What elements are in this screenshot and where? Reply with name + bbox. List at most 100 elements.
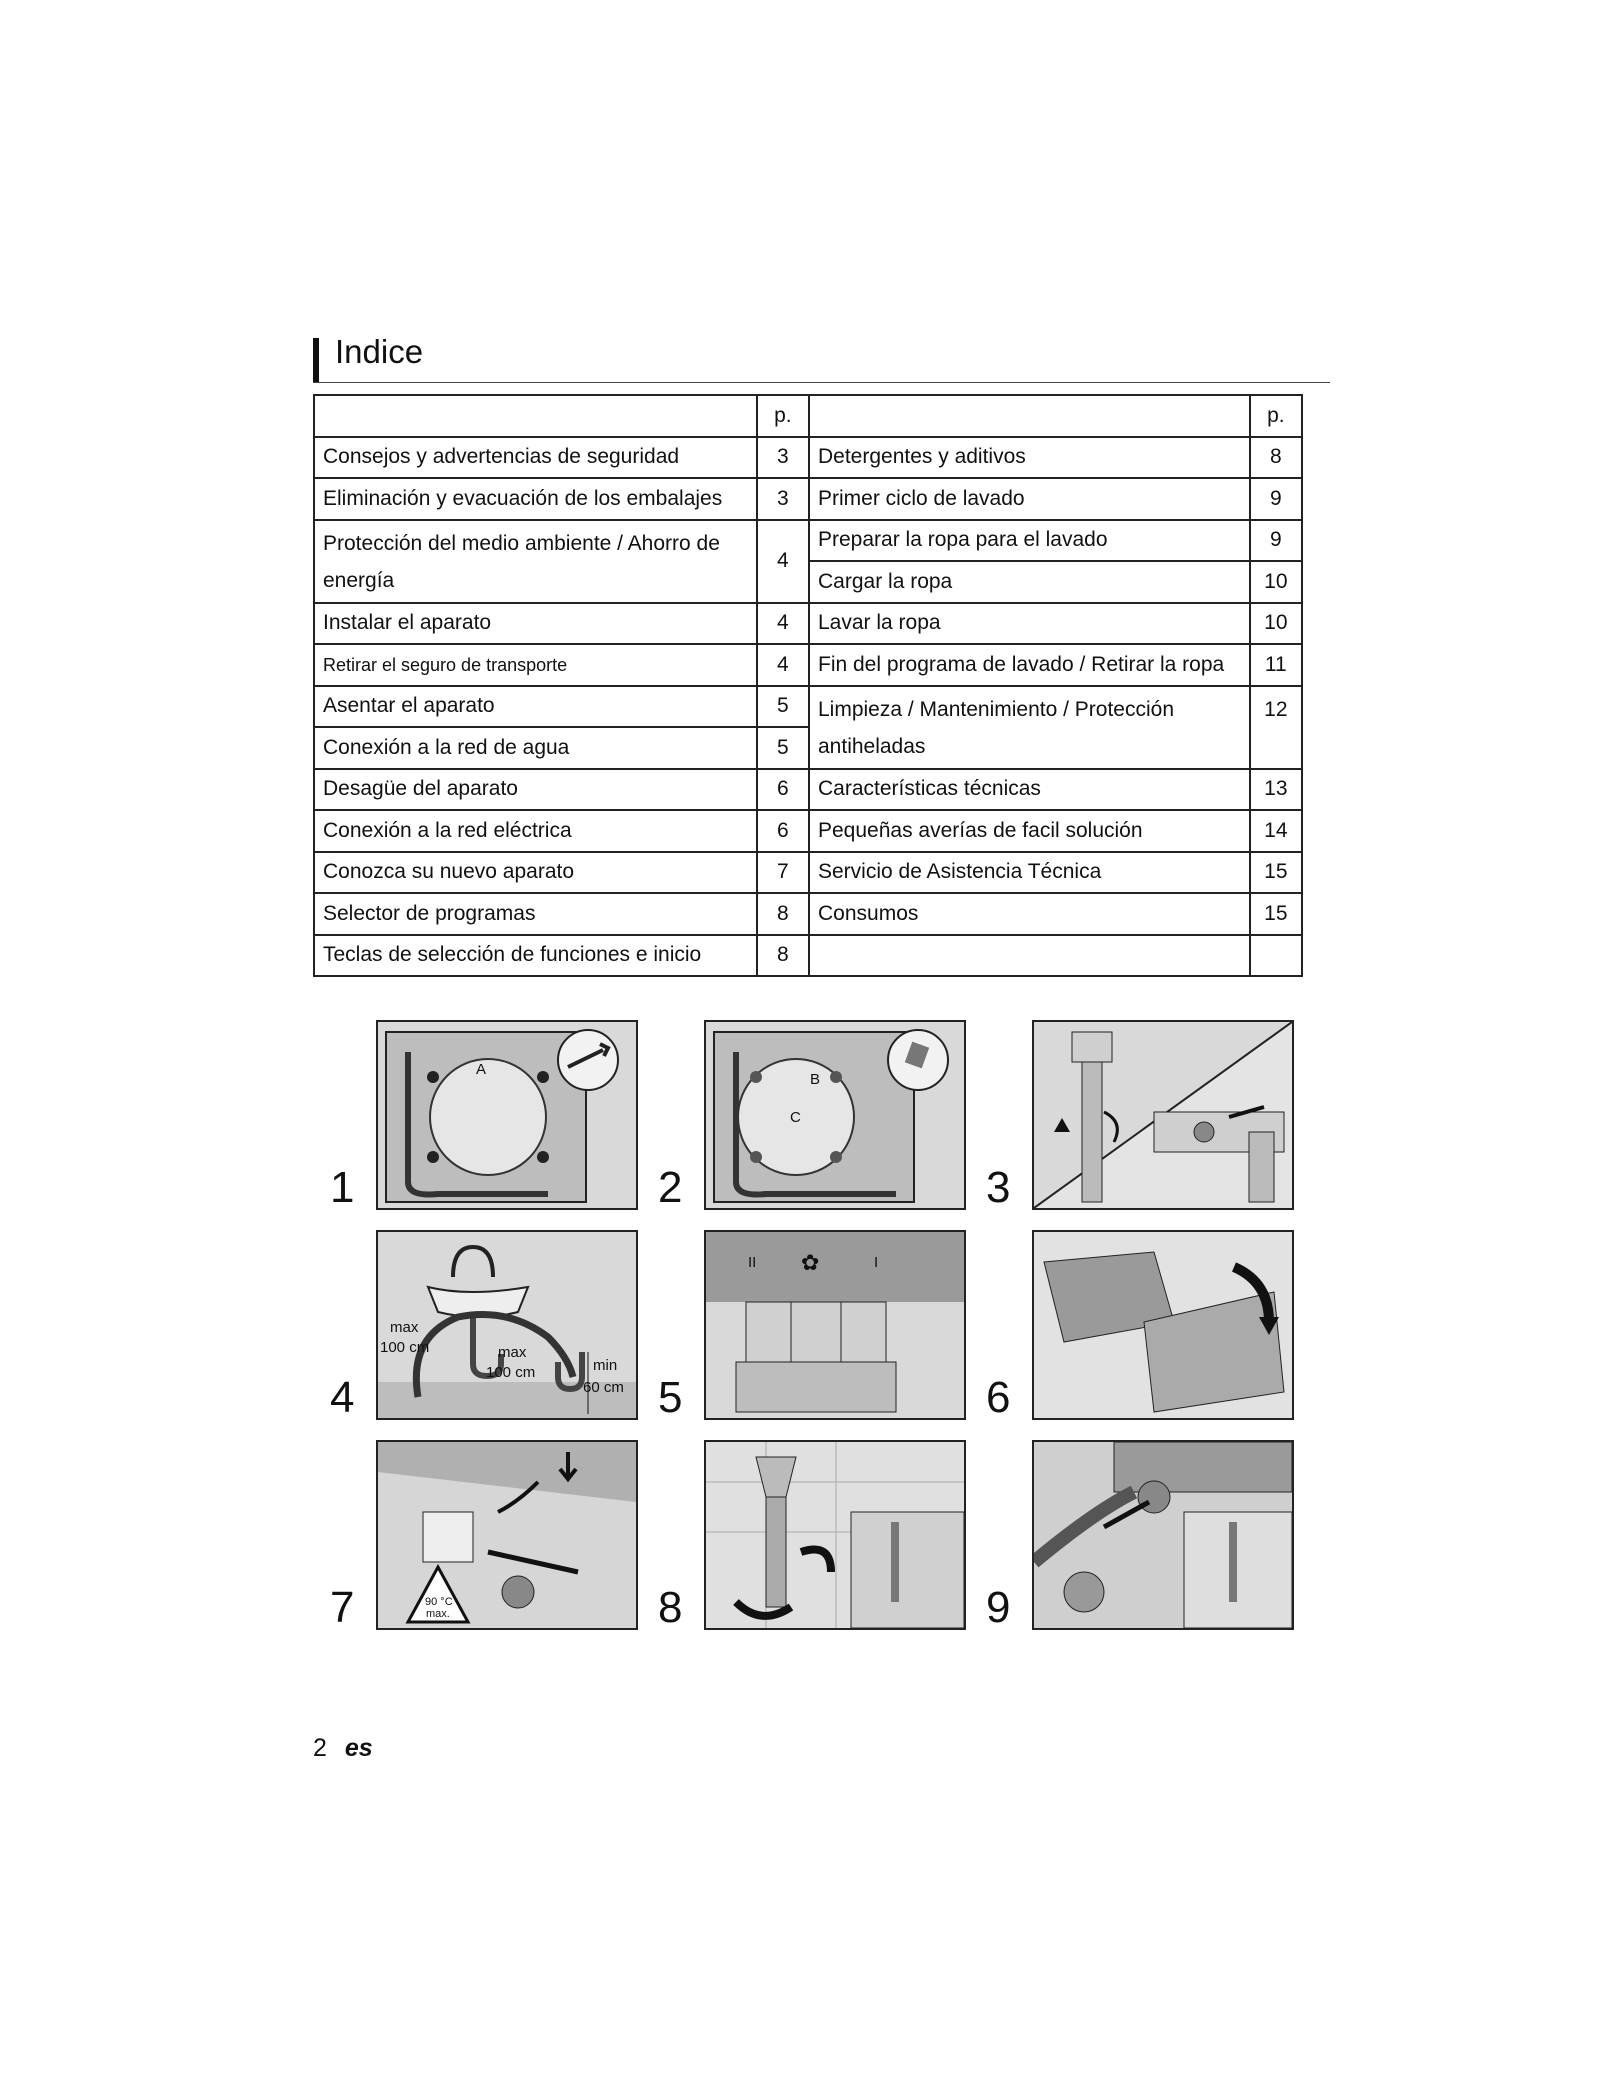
page-col-header: p. <box>1248 394 1304 438</box>
toc-row: Selector de programas 8 Consumos 15 <box>313 892 1304 936</box>
page-footer: 2 es <box>313 1734 373 1763</box>
water-tap-connection-icon <box>1034 1022 1292 1208</box>
tap-filter-icon <box>706 1442 964 1628</box>
toc-page: 8 <box>1248 435 1304 479</box>
figure-illustration: A <box>376 1020 638 1210</box>
figure-number: 9 <box>986 1583 1011 1632</box>
figure-number: 1 <box>330 1163 355 1212</box>
toc-entry[interactable]: Primer ciclo de lavado <box>808 477 1251 521</box>
figure-label: 100 cm <box>486 1364 535 1381</box>
toc-row: Retirar el seguro de transporte 4 Fin de… <box>313 643 1304 687</box>
figure-2: 2 B C <box>658 1020 988 1210</box>
figure-label: max. <box>426 1608 450 1620</box>
toc-page: 4 <box>755 518 811 604</box>
toc-page: 3 <box>755 477 811 521</box>
toc-page: 9 <box>1248 477 1304 521</box>
toc-page: 8 <box>755 892 811 936</box>
toc-page: 15 <box>1248 892 1304 936</box>
title-block: Indice <box>313 330 1330 383</box>
toc-page: 4 <box>755 601 811 645</box>
toc-entry[interactable]: Instalar el aparato <box>313 601 758 645</box>
machine-back-covers-icon: B C <box>713 1029 949 1203</box>
toc-row: Desagüe del aparato 6 Características té… <box>313 767 1304 811</box>
toc-row: Conozca su nuevo aparato 7 Servicio de A… <box>313 850 1304 894</box>
page-number: 2 <box>313 1734 327 1762</box>
figure-label: max <box>498 1344 527 1361</box>
figure-label: A <box>476 1061 486 1078</box>
toc-page: 8 <box>755 933 811 977</box>
flower-softener-icon: ✿ <box>801 1250 819 1275</box>
toc-entry[interactable]: Conexión a la red eléctrica <box>313 809 758 853</box>
toc-page: 6 <box>755 809 811 853</box>
figure-row: 7 90 °C max. 8 <box>330 1440 1310 1630</box>
figure-label: 90 °C <box>425 1596 453 1608</box>
drain-filter-icon: 90 °C max. <box>378 1442 636 1628</box>
toc-entry[interactable]: Consejos y advertencias de seguridad <box>313 435 758 479</box>
toc-page: 15 <box>1248 850 1304 894</box>
toc-row: Cargar la ropa 10 <box>314 560 1304 604</box>
figure-9: 9 <box>986 1440 1316 1630</box>
toc-entry[interactable]: Conozca su nuevo aparato <box>313 850 758 894</box>
toc-entry[interactable]: Consumos <box>808 892 1251 936</box>
machine-back-transport-bolts-icon: A <box>385 1029 619 1203</box>
figure-label: 100 cm <box>380 1339 429 1356</box>
figure-illustration <box>1032 1230 1294 1420</box>
toc-entry[interactable]: Desagüe del aparato <box>313 767 758 811</box>
toc-header-row: p. p. <box>313 394 1304 438</box>
toc-row: Conexión a la red eléctrica 6 Pequeñas a… <box>313 809 1304 853</box>
toc-entry[interactable]: Eliminación y evacuación de los embalaje… <box>313 477 758 521</box>
toc-page: 12 <box>1248 684 1304 770</box>
toc-entry[interactable]: Selector de programas <box>313 892 758 936</box>
figure-illustration <box>1032 1020 1294 1210</box>
toc-row: Eliminación y evacuación de los embalaje… <box>313 477 1304 521</box>
figure-number: 3 <box>986 1163 1011 1212</box>
figure-illustration: max 100 cm max 100 cm min 60 cm <box>376 1230 638 1420</box>
figure-1: 1 A <box>330 1020 660 1210</box>
toc-entry[interactable]: Pequeñas averías de facil solución <box>808 809 1251 853</box>
toc-entry[interactable]: Asentar el aparato <box>313 684 758 728</box>
toc-entry[interactable]: Protección del medio ambiente / Ahorro d… <box>313 518 758 604</box>
figure-3: 3 <box>986 1020 1316 1210</box>
title-marker <box>313 338 319 382</box>
toc-entry[interactable]: Teclas de selección de funciones e inici… <box>313 933 758 977</box>
toc-entry[interactable]: Cargar la ropa <box>808 560 1251 604</box>
figure-4: 4 max 100 cm max 100 cm min 60 cm <box>330 1230 660 1420</box>
toc-row: Protección del medio ambiente / Ahorro d… <box>313 518 1304 604</box>
toc-entry[interactable]: Lavar la ropa <box>808 601 1251 645</box>
figure-8: 8 <box>658 1440 988 1630</box>
toc-row: Consejos y advertencias de seguridad 3 D… <box>313 435 1304 479</box>
drain-hose-sink-icon: max 100 cm max 100 cm min 60 cm <box>378 1244 636 1418</box>
toc-entry[interactable]: Detergentes y aditivos <box>808 435 1251 479</box>
toc-page: 5 <box>755 684 811 728</box>
toc-page: 6 <box>755 767 811 811</box>
toc-page: 3 <box>755 435 811 479</box>
toc-page: 13 <box>1248 767 1304 811</box>
figure-illustration <box>1032 1440 1294 1630</box>
toc-entry[interactable]: Características técnicas <box>808 767 1251 811</box>
toc-entry[interactable]: Fin del programa de lavado / Retirar la … <box>808 643 1251 687</box>
toc-page: 9 <box>1248 518 1304 562</box>
figure-label: max <box>390 1319 419 1336</box>
figure-label: B <box>810 1071 820 1088</box>
toc-entry[interactable]: Limpieza / Mantenimiento / Protección an… <box>808 684 1251 770</box>
figure-number: 5 <box>658 1373 683 1422</box>
figure-6: 6 <box>986 1230 1316 1420</box>
toc-entry[interactable]: Servicio de Asistencia Técnica <box>808 850 1251 894</box>
page-col-header: p. <box>755 394 811 438</box>
language-code: es <box>344 1734 373 1762</box>
toc-entry[interactable]: Preparar la ropa para el lavado <box>808 518 1251 562</box>
drawer-insert-icon <box>1034 1232 1292 1418</box>
toc-page: 14 <box>1248 809 1304 853</box>
toc-entry[interactable]: Conexión a la red de agua <box>313 726 758 770</box>
page-title: Indice <box>335 333 424 370</box>
figure-number: 4 <box>330 1373 355 1422</box>
figure-number: 8 <box>658 1583 683 1632</box>
figure-row: 1 A 2 B <box>330 1020 1310 1210</box>
figure-label: min <box>593 1357 617 1374</box>
toc-entry[interactable]: Retirar el seguro de transporte <box>313 643 758 687</box>
toc-page: 10 <box>1248 560 1304 604</box>
toc-row: Conexión a la red de agua 5 <box>313 726 1302 770</box>
toc-row: Instalar el aparato 4 Lavar la ropa 10 <box>313 601 1304 645</box>
detergent-drawer-icon: II ✿ I <box>706 1232 964 1413</box>
figure-illustration <box>704 1440 966 1630</box>
